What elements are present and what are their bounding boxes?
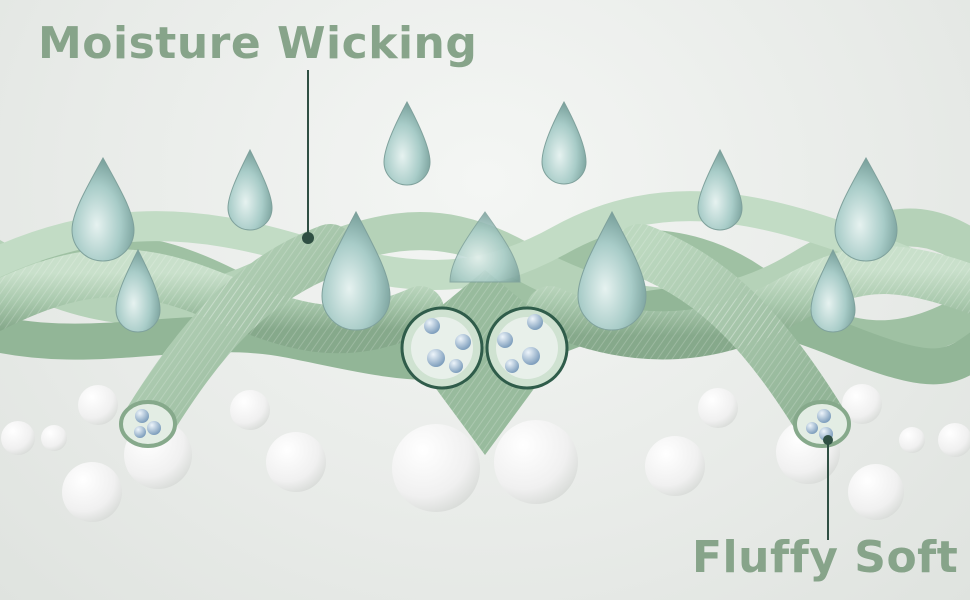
cotton-sphere-icon: [41, 425, 67, 451]
fiber-end-cross-section-icon: [795, 402, 849, 446]
fiber-end-cross-section-icon: [121, 402, 175, 446]
water-droplet-icon: [72, 158, 134, 261]
cotton-sphere-icon: [266, 432, 326, 492]
cotton-sphere-icon: [494, 420, 578, 504]
cotton-sphere-icon: [62, 462, 122, 522]
water-droplet-icon: [698, 150, 742, 230]
cotton-sphere-icon: [645, 436, 705, 496]
cotton-sphere-icon: [78, 385, 118, 425]
cotton-sphere-icon: [899, 427, 925, 453]
fluffy-soft-pointer-dot: [823, 435, 833, 445]
fiber-cross-section-icon: [402, 308, 482, 388]
fluffy-soft-label: Fluffy Soft: [692, 532, 958, 583]
fiber-cross-section-icon: [487, 308, 567, 388]
cotton-sphere-icon: [848, 464, 904, 520]
cotton-sphere-icon: [698, 388, 738, 428]
water-droplet-icon: [228, 150, 272, 230]
moisture-wicking-pointer-dot: [302, 232, 314, 244]
cotton-sphere-icon: [1, 421, 35, 455]
water-droplet-icon: [384, 102, 430, 185]
cotton-sphere-icon: [392, 424, 480, 512]
moisture-wicking-label: Moisture Wicking: [38, 18, 477, 69]
water-droplet-icon: [542, 102, 586, 184]
water-droplet-icon: [835, 158, 897, 261]
cotton-sphere-icon: [938, 423, 970, 457]
cotton-sphere-icon: [230, 390, 270, 430]
